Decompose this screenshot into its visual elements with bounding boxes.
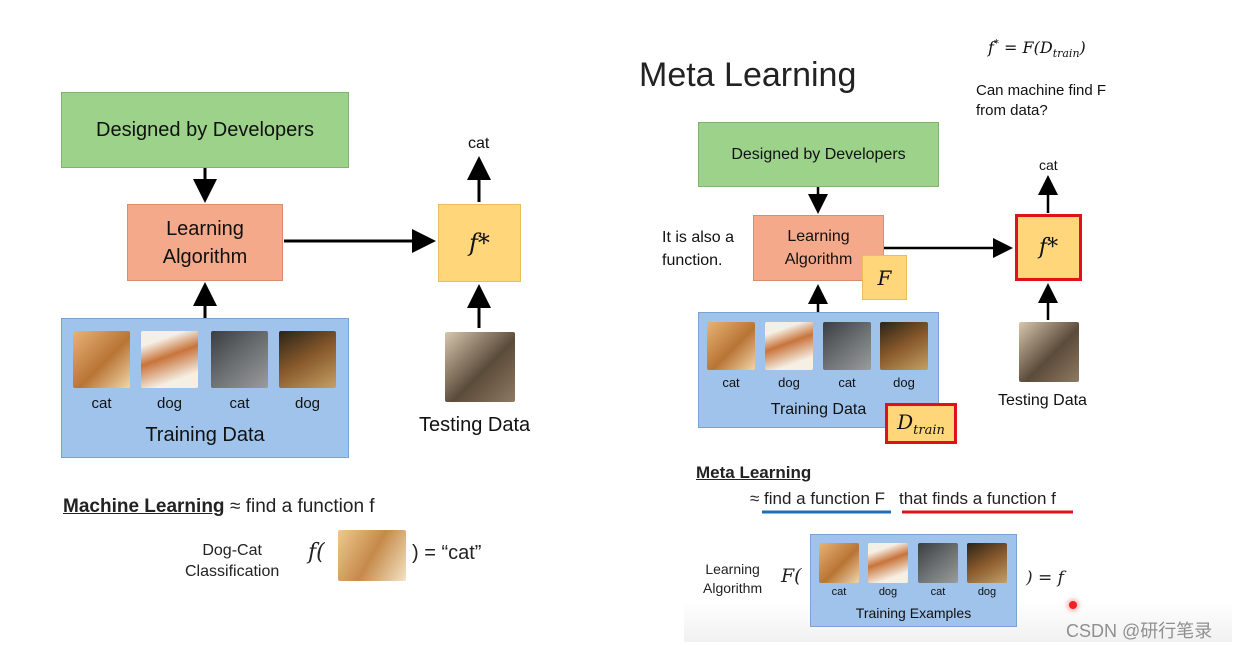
training-label-3: cat [229, 395, 250, 412]
machine-learning-definition: ≈ find a function f [230, 496, 375, 517]
watermark-label: CSDN @研行笔录 [1066, 621, 1213, 641]
cat-output-label: cat [468, 135, 490, 152]
question-label: Can machine find F from data? [976, 82, 1107, 119]
example-dog-photo-1 [868, 543, 908, 583]
test-cat-photo-right [1019, 322, 1079, 382]
cat-photo-1 [73, 331, 130, 388]
dog-photo-2 [279, 331, 336, 388]
learning-algorithm-box-right: Learning Algorithm [753, 215, 884, 281]
meta-learning-title: Meta Learning [639, 56, 857, 94]
dog-photo-1-right [765, 322, 813, 370]
formula-label: f* = F(Dtrain) [988, 38, 1086, 61]
training-label-2: dog [156, 395, 183, 412]
designed-label-right: Designed by Developers [731, 145, 906, 163]
testing-data-label: Testing Data [419, 414, 531, 436]
training-data-label: Training Data [145, 424, 265, 446]
training-label-1-right: cat [722, 375, 740, 390]
example-label-3: cat [930, 586, 946, 598]
f-star-label-right: f* [1038, 235, 1059, 260]
training-label-4: dog [294, 395, 321, 412]
training-label-1: cat [91, 395, 112, 412]
designed-by-developers-box: Designed by Developers [61, 92, 349, 168]
example-label-1: cat [831, 586, 847, 598]
example-dog-photo-2 [967, 543, 1007, 583]
f-star-box-right: f* [1015, 214, 1082, 281]
example-cat-photo-2 [918, 543, 958, 583]
testing-data-label-right: Testing Data [998, 392, 1087, 409]
f-star-box: f* [438, 204, 521, 282]
dog-photo-2-right [880, 322, 928, 370]
example-label-4: dog [977, 586, 997, 598]
pointer-dot [1069, 601, 1077, 609]
dog-cat-classification-label: Dog-Cat Classification [185, 542, 280, 580]
training-label-3-right: cat [838, 375, 856, 390]
cat-photo-1-right [707, 322, 755, 370]
F-open-paren: F( [781, 565, 802, 587]
learning-algorithm-box: Learning Algorithm [127, 204, 283, 281]
cat-photo-2 [211, 331, 268, 388]
query-cat-photo [338, 530, 406, 581]
learning-algorithm-label: Learning Algorithm [162, 217, 248, 268]
learning-algorithm-label-right: Learning Algorithm [784, 228, 853, 268]
training-data-label-right: Training Data [770, 401, 867, 418]
example-cat-photo-1 [819, 543, 859, 583]
machine-learning-heading: Machine Learning [63, 496, 225, 517]
designed-by-developers-box-right: Designed by Developers [698, 122, 939, 187]
learning-algorithm-small-label: Learning Algorithm [703, 561, 763, 596]
meta-learning-heading: Meta Learning [696, 463, 812, 482]
example-label-2: dog [878, 586, 898, 598]
equals-f-label: ) = f [1026, 568, 1064, 588]
f-open-paren: f( [308, 540, 325, 565]
training-label-2-right: dog [778, 375, 800, 390]
d-train-box: Dtrain [885, 403, 957, 444]
d-train-label: Dtrain [897, 409, 945, 438]
training-label-4-right: dog [893, 375, 915, 390]
training-examples-label: Training Examples [855, 605, 972, 621]
cat-photo-2-right [823, 322, 871, 370]
also-function-note: It is also a function. [662, 229, 735, 269]
F-box: F [862, 255, 907, 300]
designed-label: Designed by Developers [96, 118, 314, 141]
F-label: F [877, 265, 892, 290]
dog-photo-1 [141, 331, 198, 388]
meta-definition-part-b: that finds a function f [899, 489, 1056, 508]
test-cat-photo [445, 332, 515, 402]
meta-definition-part-a: ≈ find a function F [750, 489, 886, 508]
cat-output-label-right: cat [1039, 157, 1058, 173]
f-close-result: ) = “cat” [412, 542, 482, 564]
f-star-label: f* [469, 229, 490, 257]
